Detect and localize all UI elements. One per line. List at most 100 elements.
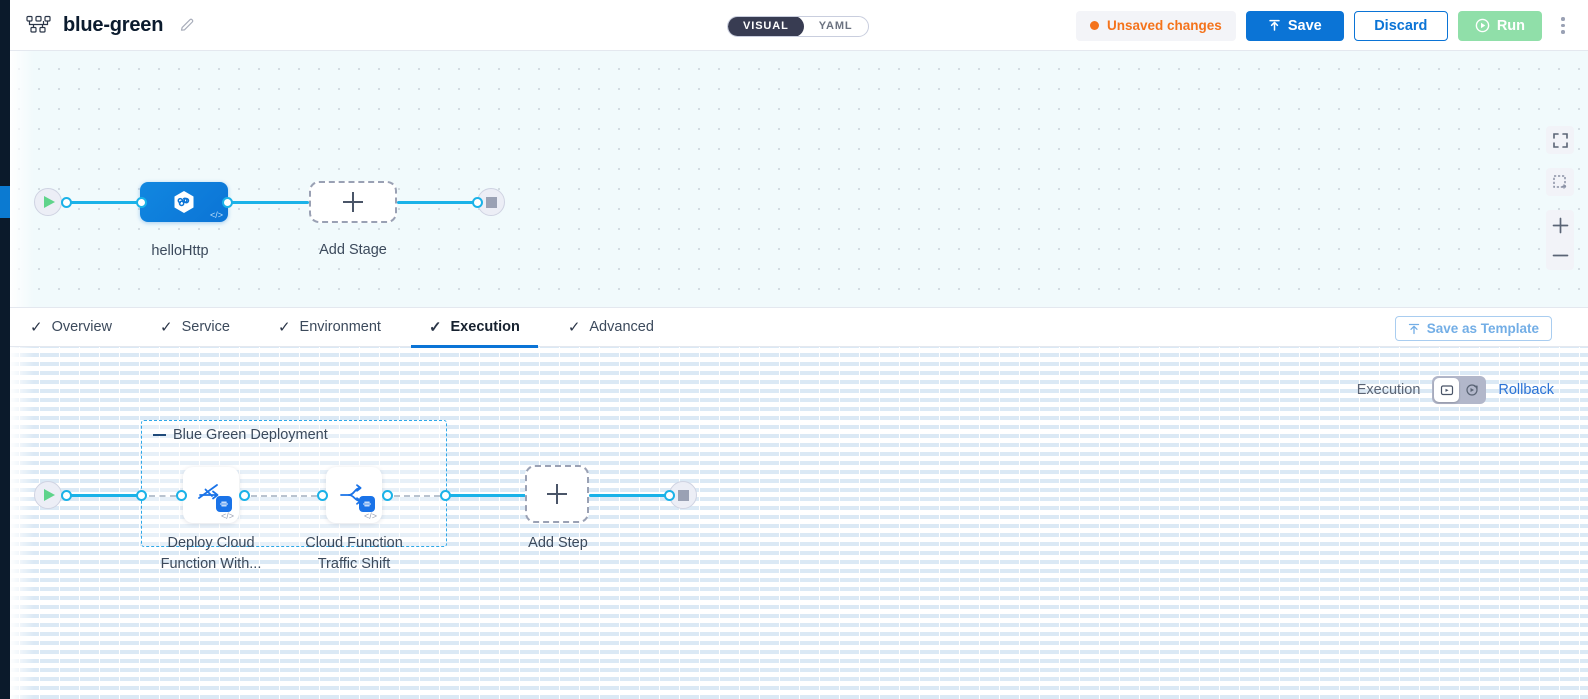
run-button-label: Run: [1496, 17, 1525, 34]
edge-group-in-dashed: [149, 495, 176, 497]
discard-button[interactable]: Discard: [1353, 10, 1448, 41]
fullscreen-icon: [1552, 132, 1568, 148]
upload-arrow-icon: [1269, 19, 1280, 31]
edge-step2-to-group-out: [394, 495, 440, 497]
start-node-port[interactable]: [61, 197, 72, 208]
tab-environment-label: Environment: [299, 319, 381, 335]
upload-arrow-icon: [1408, 323, 1419, 334]
execution-label: Execution: [1356, 382, 1421, 398]
stages-start-node[interactable]: [34, 188, 62, 216]
tab-advanced-label: Advanced: [589, 319, 654, 335]
check-icon: ✓: [567, 318, 581, 336]
edge-start-to-group: [68, 494, 141, 497]
visual-yaml-toggle[interactable]: VISUAL YAML: [727, 16, 869, 37]
plus-icon: [547, 484, 567, 504]
play-circle-icon: [1475, 18, 1490, 33]
add-step-button[interactable]: [525, 465, 589, 523]
tab-execution[interactable]: ✓ Execution: [410, 307, 538, 348]
group-output-port[interactable]: [440, 490, 451, 501]
edge-add-step-to-end: [589, 494, 669, 497]
stage-label-hellohttp: helloHttp: [151, 243, 209, 259]
fullscreen-button[interactable]: [1546, 126, 1574, 154]
play-icon: [44, 489, 55, 501]
step-label-cloud-function-traffic-shift: Cloud Function Traffic Shift: [305, 535, 403, 572]
fit-to-screen-button[interactable]: [1546, 168, 1574, 196]
steps-end-port[interactable]: [664, 490, 675, 501]
save-button-label: Save: [1287, 17, 1322, 34]
section-tabbar: ✓ Overview ✓ Service ✓ Environment ✓ Exe…: [0, 307, 1588, 348]
step-node-cloud-function-traffic-shift[interactable]: </>: [326, 467, 382, 523]
check-icon: ✓: [160, 318, 173, 336]
end-node-port[interactable]: [472, 197, 483, 208]
stage-group-title-label: Blue Green Deployment: [173, 427, 328, 443]
canvas-left-fade: [10, 51, 34, 307]
hexagon-link-icon: [174, 191, 194, 213]
deploy-function-icon: [198, 484, 219, 500]
group-input-port[interactable]: [136, 490, 147, 501]
gcp-badge: [359, 496, 375, 512]
more-vertical-icon[interactable]: [1552, 11, 1574, 41]
execution-mode-switch[interactable]: [1432, 376, 1487, 404]
edge-stage-to-add: [229, 201, 309, 204]
tab-service-label: Service: [181, 319, 230, 335]
add-stage-button[interactable]: [309, 181, 397, 223]
check-icon: ✓: [277, 318, 291, 336]
step-label-deploy-cloud-function: Deploy Cloud Function With...: [160, 535, 262, 572]
save-button[interactable]: Save: [1245, 10, 1344, 41]
tab-environment[interactable]: ✓ Environment: [260, 307, 399, 347]
stage-output-port[interactable]: [222, 197, 233, 208]
edge-group-to-add-step: [447, 494, 526, 497]
tab-service[interactable]: ✓ Service: [142, 307, 248, 347]
toggle-option-yaml[interactable]: YAML: [818, 20, 853, 32]
add-stage-label: Add Stage: [319, 242, 387, 258]
run-button[interactable]: Run: [1457, 10, 1542, 41]
header-left-group: blue-green: [0, 14, 196, 37]
steps-start-node[interactable]: [34, 481, 62, 509]
rollback-icon: [1466, 384, 1478, 396]
rollback-mode-option[interactable]: [1459, 378, 1484, 402]
save-as-template-label: Save as Template: [1426, 321, 1539, 336]
check-icon: ✓: [428, 318, 442, 336]
tab-overview-label: Overview: [51, 319, 113, 335]
gcp-badge: [216, 496, 232, 512]
steps-start-port[interactable]: [61, 490, 72, 501]
rollback-link[interactable]: Rollback: [1498, 382, 1554, 398]
fit-screen-icon: [1553, 175, 1567, 189]
step1-input-port[interactable]: [176, 490, 187, 501]
pipeline-stages-canvas[interactable]: </> helloHttp Add Stage: [0, 51, 1588, 307]
tab-advanced[interactable]: ✓ Advanced: [550, 307, 672, 347]
execution-rollback-toolbar: Execution Rollback: [1357, 376, 1554, 404]
pipeline-nodes-icon: [26, 15, 51, 33]
play-icon: [44, 196, 55, 208]
collapse-dash-icon[interactable]: [153, 433, 166, 437]
canvas-left-fade-bottom: [10, 347, 34, 699]
tab-execution-label: Execution: [450, 319, 520, 335]
execution-mode-option[interactable]: [1434, 378, 1460, 402]
stage-input-port[interactable]: [136, 197, 147, 208]
canvas-controls: [1546, 126, 1574, 270]
unsaved-changes-badge: Unsaved changes: [1076, 10, 1236, 41]
step1-output-port[interactable]: [239, 490, 250, 501]
stage-code-tag: </>: [209, 210, 223, 220]
zoom-in-button[interactable]: [1546, 210, 1574, 240]
save-as-template-button[interactable]: Save as Template: [1394, 316, 1552, 341]
step2-output-port[interactable]: [382, 490, 393, 501]
stage-node-hellohttp[interactable]: </>: [140, 182, 228, 222]
app-header: blue-green VISUAL YAML Unsaved changes S…: [0, 0, 1588, 51]
stage-group-title[interactable]: Blue Green Deployment: [153, 427, 328, 443]
page-title: blue-green: [63, 13, 164, 36]
pipeline-steps-canvas[interactable]: Blue Green Deployment </> Deploy Cloud F…: [0, 347, 1588, 699]
edge-step1-to-step2: [251, 495, 317, 497]
discard-button-label: Discard: [1374, 17, 1428, 34]
stop-square-icon: [485, 196, 497, 208]
toggle-option-visual[interactable]: VISUAL: [728, 17, 804, 36]
pencil-icon[interactable]: [179, 17, 196, 34]
edge-add-to-end: [397, 201, 479, 204]
step-node-deploy-cloud-function[interactable]: </>: [183, 467, 239, 523]
zoom-out-button[interactable]: [1546, 240, 1574, 270]
minus-icon: [1552, 254, 1568, 256]
zoom-controls: [1546, 210, 1574, 270]
unsaved-changes-label: Unsaved changes: [1107, 18, 1222, 33]
step2-input-port[interactable]: [317, 490, 328, 501]
tab-overview[interactable]: ✓ Overview: [12, 307, 130, 347]
